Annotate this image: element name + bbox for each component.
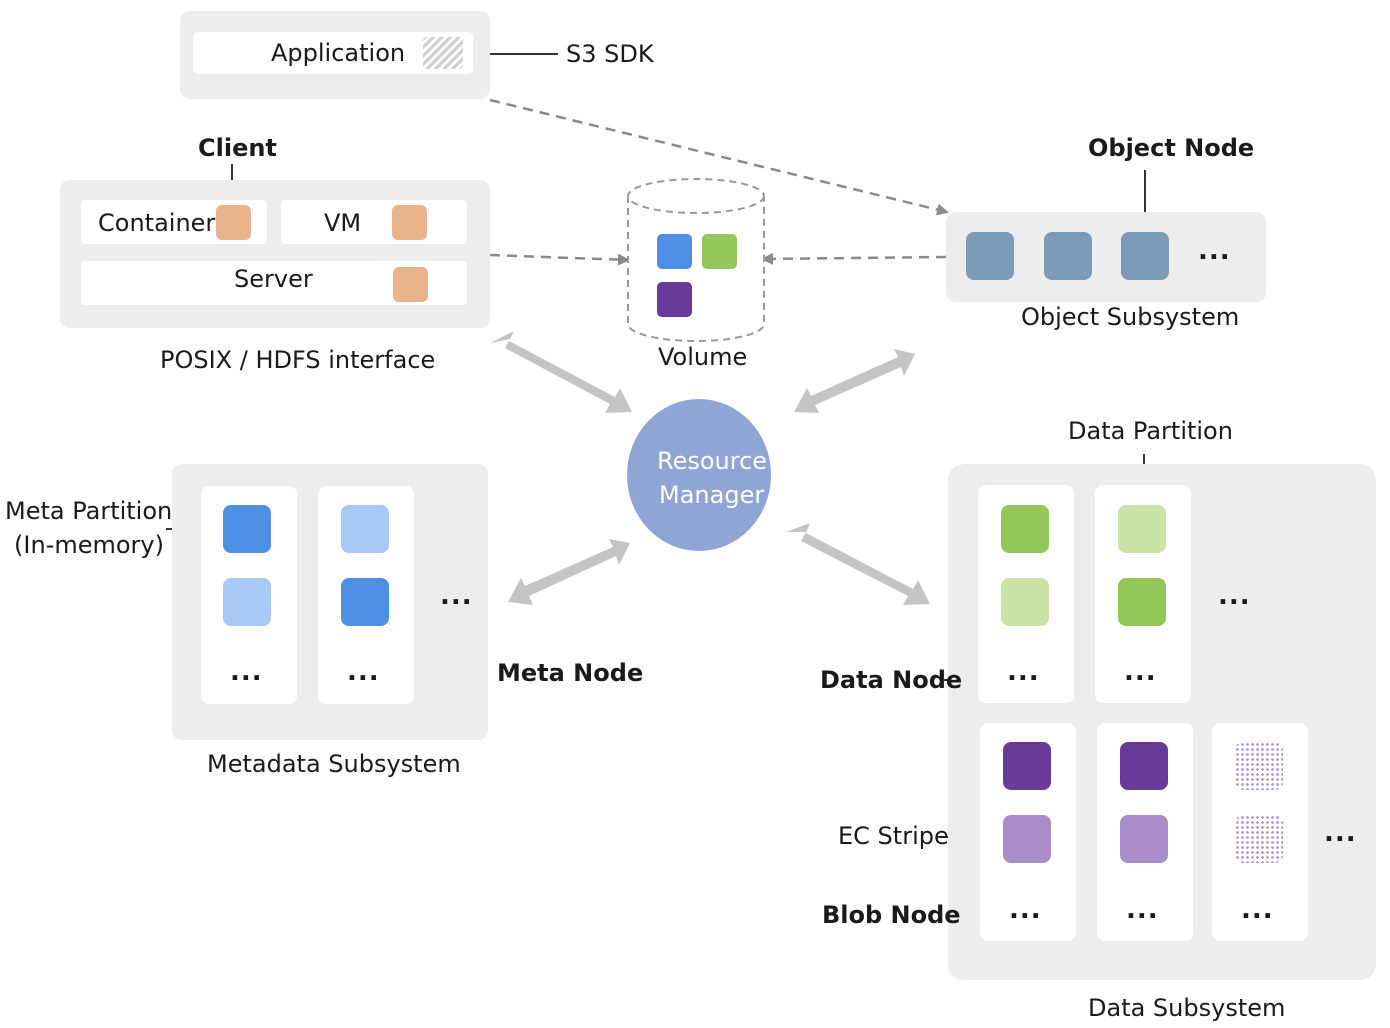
meta-partition-label-line2: (In-memory) [14, 531, 164, 559]
blob-node-2-ellipsis: ... [1126, 895, 1159, 925]
vm-label: VM [324, 209, 362, 237]
vm-card [281, 200, 467, 244]
ec-stripe-more-ellipsis: ... [1324, 818, 1357, 848]
volume-cylinder [627, 178, 765, 342]
object-rm-double-arrow [794, 349, 915, 413]
meta-partition-label-line1: Meta Partition [5, 497, 173, 525]
blob-square-3-pending [1235, 742, 1283, 790]
ec-stripe-square-1 [1003, 815, 1051, 863]
container-label: Container [98, 209, 216, 237]
object-node-square-3 [1121, 232, 1169, 280]
metadata-subsystem-label: Metadata Subsystem [207, 750, 461, 778]
blob-square-1 [1003, 742, 1051, 790]
application-to-object-arrow [489, 98, 949, 216]
data-partition-square-4 [1118, 578, 1166, 626]
object-to-volume-arrow [761, 252, 947, 265]
object-node-title: Object Node [1088, 134, 1255, 162]
s3-sdk-label: S3 SDK [566, 40, 654, 68]
data-node-2-ellipsis: ... [1124, 657, 1157, 687]
data-node-1-ellipsis: ... [1007, 657, 1040, 687]
data-partition-label: Data Partition [1068, 417, 1233, 445]
data-node-label: Data Node [820, 666, 963, 694]
meta-partition-square-2 [223, 578, 271, 626]
data-partition-square-2 [1001, 578, 1049, 626]
application-hatch-icon [423, 37, 463, 69]
object-more-ellipsis: ... [1198, 236, 1231, 266]
container-client-square [216, 205, 251, 240]
client-title: Client [198, 134, 277, 162]
meta-partition-square-3 [341, 505, 389, 553]
meta-node-label: Meta Node [497, 659, 644, 687]
volume-blue-square [657, 234, 692, 269]
data-partition-square-3 [1118, 505, 1166, 553]
client-to-volume-arrow [489, 253, 630, 266]
server-client-square [393, 267, 428, 302]
meta-partition-square-4 [341, 578, 389, 626]
meta-more-ellipsis: ... [440, 581, 473, 611]
meta-node-1-ellipsis: ... [230, 657, 263, 687]
application-label: Application [271, 39, 406, 67]
blob-node-label: Blob Node [822, 901, 961, 929]
volume-purple-square [657, 282, 692, 317]
object-node-square-1 [966, 232, 1014, 280]
volume-label: Volume [658, 343, 748, 371]
blob-square-2 [1120, 742, 1168, 790]
resource-manager-line1: Resource [657, 447, 768, 475]
data-more-ellipsis: ... [1218, 581, 1251, 611]
object-node-square-2 [1044, 232, 1092, 280]
object-subsystem-label: Object Subsystem [1021, 303, 1240, 331]
ec-stripe-square-2 [1120, 815, 1168, 863]
client-rm-double-arrow [490, 331, 632, 413]
resource-manager-line2: Manager [659, 481, 765, 509]
meta-node-2-ellipsis: ... [347, 657, 380, 687]
data-partition-square-1 [1001, 505, 1049, 553]
posix-hdfs-interface-label: POSIX / HDFS interface [160, 346, 436, 374]
resource-manager-circle [627, 399, 771, 551]
vm-client-square [392, 205, 427, 240]
blob-node-3-ellipsis: ... [1241, 895, 1274, 925]
server-label: Server [234, 265, 313, 293]
ec-stripe-square-3-pending [1235, 815, 1283, 863]
data-rm-double-arrow [786, 523, 930, 605]
blob-node-1-ellipsis: ... [1009, 895, 1042, 925]
volume-green-square [702, 234, 737, 269]
metadata-rm-double-arrow [508, 539, 630, 605]
data-subsystem-label: Data Subsystem [1088, 994, 1286, 1022]
meta-partition-square-1 [223, 505, 271, 553]
ec-stripe-label: EC Stripe [838, 822, 949, 850]
